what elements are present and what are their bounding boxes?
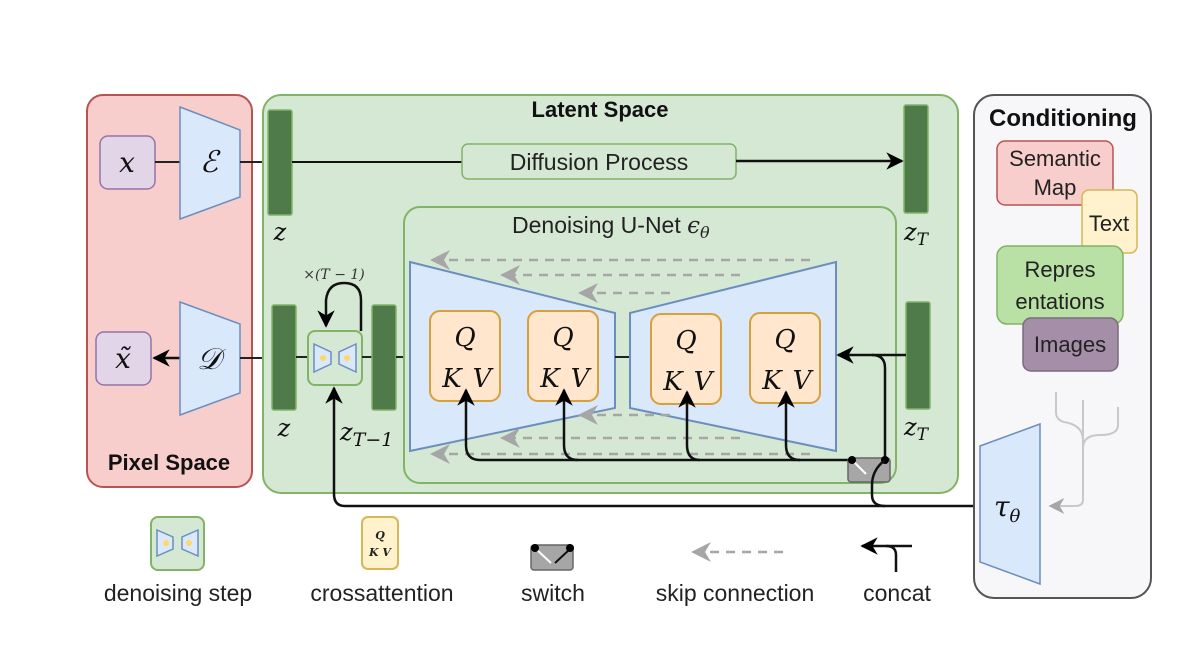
encoder-trapezoid	[179, 105, 241, 221]
legend: denoising step Q K V crossattention swit…	[104, 516, 931, 606]
svg-text:Map: Map	[1034, 175, 1077, 200]
legend-item-skip-connection: skip connection	[656, 542, 815, 606]
conditioning-encoder-trapezoid	[979, 422, 1041, 586]
svg-text:entations: entations	[1015, 289, 1104, 314]
svg-text:concat: concat	[863, 580, 931, 606]
representations-item: Repres entations	[996, 245, 1124, 325]
conditioning-line	[325, 386, 982, 508]
latent-zT-top-label: zT	[903, 218, 930, 250]
svg-text:V: V	[571, 364, 592, 394]
conditioning-feed-lines	[457, 388, 852, 462]
text-item: Text	[1081, 189, 1138, 254]
diffusion-process-label: Diffusion Process	[510, 149, 689, 175]
latent-zT-1-bar	[371, 304, 397, 411]
latent-zT-top-bar	[903, 104, 929, 214]
conditioning-encoder-symbol: τθ	[994, 490, 1021, 527]
svg-text:V: V	[793, 366, 814, 396]
decoder-trapezoid	[179, 300, 241, 417]
svg-text:K: K	[662, 367, 684, 397]
skip-connections-top	[430, 250, 810, 303]
latent-z-bottom-bar	[271, 304, 297, 411]
svg-text:denoising step: denoising step	[104, 580, 252, 606]
latent-zT-bottom-bar	[905, 301, 931, 410]
svg-text:Q: Q	[552, 323, 573, 353]
encoder-symbol: ℰ	[200, 145, 221, 180]
svg-text:Q: Q	[774, 325, 795, 355]
crossattention-icon: Q K V	[361, 516, 399, 570]
repeat-label: ×(T − 1)	[303, 267, 365, 283]
svg-text:Images: Images	[1034, 332, 1106, 357]
svg-text:Semantic: Semantic	[1009, 146, 1101, 171]
svg-text:Text: Text	[1089, 211, 1129, 236]
skip-connections-bottom	[430, 405, 810, 464]
denoising-step-icon	[156, 528, 199, 558]
input-image-symbol: x	[119, 146, 135, 179]
unet-panel: Denoising U-Net ϵθ Q K V Q K	[403, 206, 906, 508]
svg-text:skip connection: skip connection	[656, 580, 815, 606]
svg-text:K V: K V	[368, 546, 392, 559]
switch-icon	[530, 544, 574, 571]
conditioning-panel: Conditioning Semantic Map Text Repres en…	[973, 94, 1152, 599]
legend-item-denoising-step: denoising step	[104, 516, 252, 606]
qkv-block: Q K V	[749, 312, 821, 404]
semantic-map-item: Semantic Map	[996, 140, 1114, 206]
latent-zT-1-label: zT−1	[339, 418, 393, 451]
svg-text:V: V	[473, 364, 494, 394]
latent-space-title: Latent Space	[532, 97, 669, 122]
latent-zT-bottom-label: zT	[903, 413, 930, 445]
denoising-step-icon	[313, 342, 357, 374]
conditioning-title: Conditioning	[989, 105, 1137, 132]
output-image-box	[95, 331, 152, 386]
images-item: Images	[1022, 317, 1119, 372]
pixel-space-panel: Pixel Space x ℰ x̃ 𝒟	[86, 94, 272, 488]
switch-icon	[847, 456, 891, 508]
output-image-symbol: x̃	[115, 342, 131, 375]
svg-text:K: K	[539, 364, 561, 394]
qkv-block: Q K V	[429, 310, 501, 402]
merge-arrows	[1048, 392, 1119, 514]
svg-text:Q: Q	[375, 529, 385, 542]
svg-text:Q: Q	[454, 323, 475, 353]
svg-text:switch: switch	[521, 580, 585, 606]
latent-z-bottom-label: z	[277, 414, 291, 442]
latent-z-label: z	[273, 218, 287, 246]
svg-text:Repres: Repres	[1025, 257, 1096, 282]
pixel-space-title: Pixel Space	[108, 450, 230, 475]
legend-item-crossattention: Q K V crossattention	[310, 516, 454, 606]
svg-text:Q: Q	[675, 326, 696, 356]
svg-text:V: V	[694, 367, 715, 397]
legend-item-switch: switch	[521, 544, 585, 606]
svg-text:K: K	[761, 366, 783, 396]
legend-item-concat: concat	[860, 537, 931, 606]
qkv-block: Q K V	[650, 313, 722, 405]
qkv-block: Q K V	[527, 310, 599, 402]
concat-icon	[860, 537, 912, 572]
svg-text:K: K	[441, 364, 463, 394]
svg-text:crossattention: crossattention	[310, 580, 453, 606]
latent-z-bar	[267, 109, 293, 216]
unet-title: Denoising U-Net ϵθ	[512, 212, 710, 242]
